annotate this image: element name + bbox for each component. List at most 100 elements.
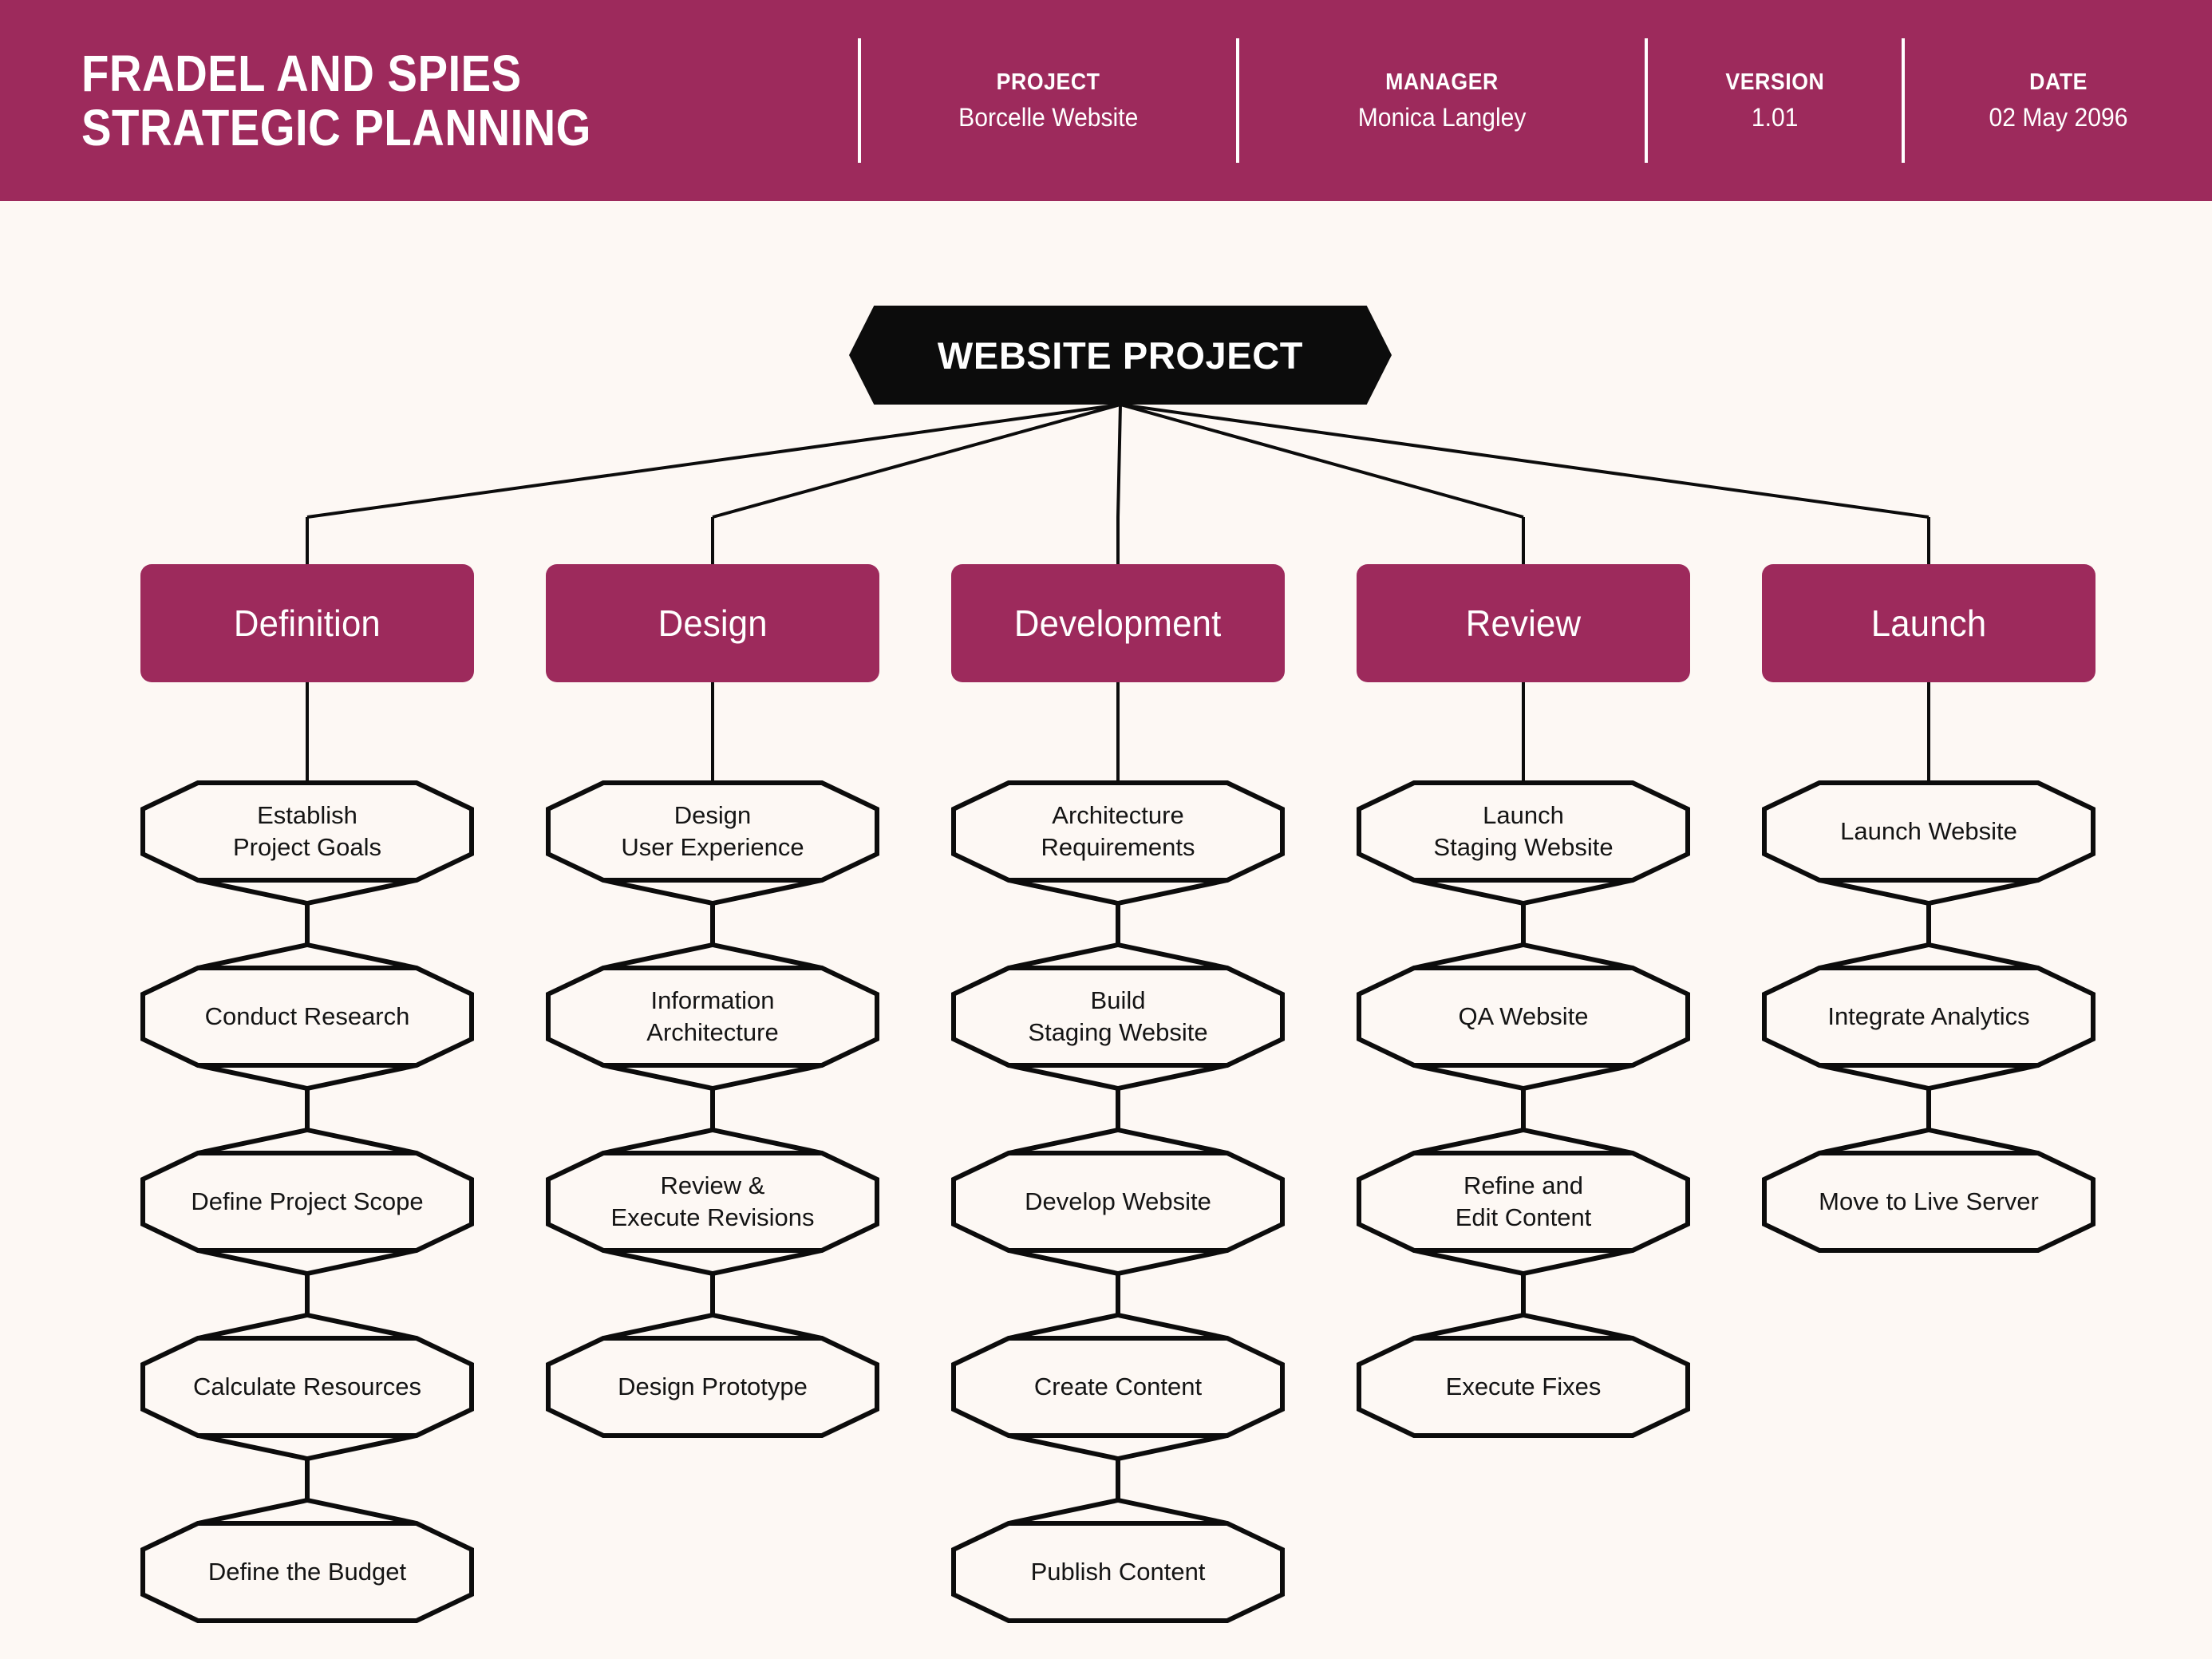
step-label: Create Content: [1033, 1373, 1203, 1401]
hexagon-shape: [546, 1336, 879, 1438]
category-box-definition[interactable]: Definition: [140, 564, 474, 682]
root-node-label: WEBSITE PROJECT: [937, 334, 1304, 377]
step-label: Define Project Scope: [191, 1187, 424, 1216]
meta-version: VERSION 1.01: [1648, 0, 1902, 201]
connector-slant-right-down: [1117, 1313, 1228, 1341]
title-line-1: FRADEL AND SPIES: [81, 44, 522, 102]
connector-slant-right-down: [1928, 942, 2039, 970]
step-node[interactable]: Information Architecture: [546, 966, 879, 1068]
page-title: FRADEL AND SPIES STRATEGIC PLANNING: [0, 0, 858, 201]
category-label: Launch: [1870, 602, 1987, 644]
step-label: Establish Project Goals: [232, 801, 382, 861]
connector-slant-right-down: [1117, 1128, 1228, 1155]
hexagon-outline: [1762, 966, 2095, 1068]
category-box-design[interactable]: Design: [546, 564, 879, 682]
connector-slant-left-down: [1008, 1313, 1119, 1341]
step-node[interactable]: Design User Experience: [546, 780, 879, 883]
hexagon-outline: [140, 966, 474, 1068]
connector-root-diagonal-review: [1120, 403, 1524, 519]
step-node[interactable]: Move to Live Server: [1762, 1151, 2095, 1253]
connector-slant-right: [1117, 1433, 1228, 1461]
connector-slant-right-down: [306, 1313, 417, 1341]
hexagon-outline: [546, 780, 879, 883]
step-node[interactable]: Publish Content: [951, 1521, 1285, 1623]
step-node[interactable]: Review & Execute Revisions: [546, 1151, 879, 1253]
step-label: Design User Experience: [621, 801, 804, 861]
step-label: Integrate Analytics: [1827, 1002, 2030, 1031]
step-label: Launch Website: [1840, 817, 2017, 846]
step-label: Refine and Edit Content: [1455, 1171, 1592, 1231]
hexagon-shape: [1762, 966, 2095, 1068]
step-node[interactable]: Design Prototype: [546, 1336, 879, 1438]
connector-slant-right: [1117, 1248, 1228, 1276]
hexagon-shape: [1357, 1336, 1690, 1438]
header-divider-4: [1902, 38, 1905, 163]
connector-slant-left: [1008, 1063, 1119, 1091]
connector-slant-right: [1523, 1063, 1633, 1091]
step-node[interactable]: Refine and Edit Content: [1357, 1151, 1690, 1253]
step-node[interactable]: Create Content: [951, 1336, 1285, 1438]
step-node[interactable]: Architecture Requirements: [951, 780, 1285, 883]
step-node[interactable]: Develop Website: [951, 1151, 1285, 1253]
step-node[interactable]: Build Staging Website: [951, 966, 1285, 1068]
meta-date-value: 02 May 2096: [1989, 102, 2128, 132]
connector-slant-left: [1413, 1248, 1524, 1276]
hexagon-outline: [951, 1336, 1285, 1438]
step-label: Execute Fixes: [1445, 1373, 1602, 1401]
connector-slant-right-down: [1117, 1498, 1228, 1526]
step-node[interactable]: Integrate Analytics: [1762, 966, 2095, 1068]
step-node[interactable]: Launch Website: [1762, 780, 2095, 883]
hexagon-outline: [951, 1151, 1285, 1253]
step-node[interactable]: QA Website: [1357, 966, 1690, 1068]
header-bar: FRADEL AND SPIES STRATEGIC PLANNING PROJ…: [0, 0, 2212, 201]
hexagon-outline: [951, 780, 1285, 883]
step-node[interactable]: Calculate Resources: [140, 1336, 474, 1438]
step-node[interactable]: Define Project Scope: [140, 1151, 474, 1253]
connector-slant-left: [197, 1248, 308, 1276]
connector-slant-left: [1413, 878, 1524, 906]
step-node[interactable]: Conduct Research: [140, 966, 474, 1068]
connector-slant-right: [1928, 1063, 2039, 1091]
connector-slant-right-down: [1117, 942, 1228, 970]
connector-slant-right-down: [712, 1313, 823, 1341]
step-label: Develop Website: [1025, 1187, 1211, 1216]
connector-slant-left: [602, 1063, 713, 1091]
connector-slant-left: [197, 1433, 308, 1461]
hexagon-shape: [140, 780, 474, 883]
connector-slant-left-down: [197, 1498, 308, 1526]
connector-slant-left: [1008, 1433, 1119, 1461]
step-label: Launch Staging Website: [1433, 801, 1614, 861]
connector-slant-right: [306, 1248, 417, 1276]
connector-slant-right: [306, 1063, 417, 1091]
step-label: Calculate Resources: [192, 1373, 422, 1401]
hexagon-outline: [546, 1151, 879, 1253]
hexagon-shape: [951, 966, 1285, 1068]
connector-slant-right: [1117, 878, 1228, 906]
connector-slant-left-down: [1819, 1128, 1930, 1155]
hexagon-outline: [140, 1336, 474, 1438]
category-box-development[interactable]: Development: [951, 564, 1285, 682]
hexagon-outline: [546, 966, 879, 1068]
root-node-website-project[interactable]: WEBSITE PROJECT: [849, 306, 1392, 405]
connector-root-diagonal-definition: [306, 403, 1121, 519]
meta-manager: MANAGER Monica Langley: [1239, 0, 1645, 201]
step-node[interactable]: Define the Budget: [140, 1521, 474, 1623]
connector-slant-right-down: [306, 1128, 417, 1155]
connector-slant-right: [712, 878, 823, 906]
connector-slant-right-down: [1523, 1313, 1633, 1341]
connector-slant-right: [712, 1248, 823, 1276]
connector-slant-right: [712, 1063, 823, 1091]
hexagon-shape: [546, 1151, 879, 1253]
step-node[interactable]: Launch Staging Website: [1357, 780, 1690, 883]
category-box-review[interactable]: Review: [1357, 564, 1690, 682]
connector-slant-left-down: [1413, 942, 1524, 970]
hexagon-outline: [140, 1521, 474, 1623]
header-divider-1: [858, 38, 861, 163]
category-label: Design: [658, 602, 768, 644]
connector-slant-left: [1413, 1063, 1524, 1091]
meta-version-label: VERSION: [1725, 69, 1824, 95]
category-box-launch[interactable]: Launch: [1762, 564, 2095, 682]
title-line-2: STRATEGIC PLANNING: [81, 99, 591, 156]
step-node[interactable]: Establish Project Goals: [140, 780, 474, 883]
step-node[interactable]: Execute Fixes: [1357, 1336, 1690, 1438]
